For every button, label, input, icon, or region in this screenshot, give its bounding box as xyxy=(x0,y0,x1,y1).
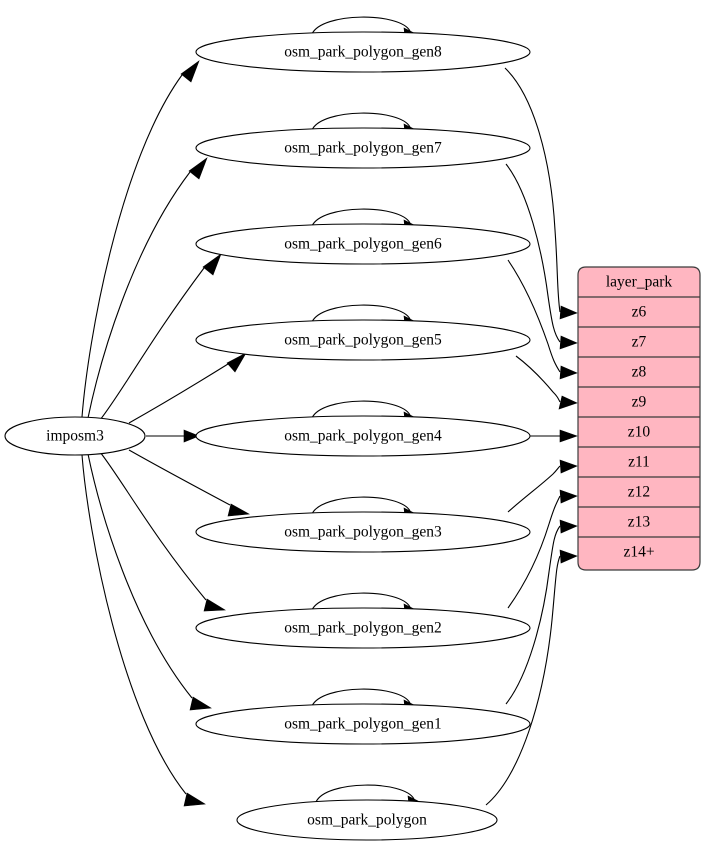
edge-gen7-to-z7 xyxy=(505,163,561,343)
table-row-z7[interactable]: z7 xyxy=(632,334,647,351)
arrowhead-z10 xyxy=(559,429,578,443)
self-loop-gen8 xyxy=(311,16,411,35)
layer-park-table[interactable]: layer_park z6 z7 z8 z9 z10 z11 z12 z13 z… xyxy=(577,266,701,571)
table-row-z11[interactable]: z11 xyxy=(628,454,650,471)
node-gen1[interactable]: osm_park_polygon_gen1 xyxy=(195,703,531,745)
edges-to-layer-table xyxy=(485,67,578,806)
self-loop-gen3 xyxy=(311,496,411,515)
node-base-label: osm_park_polygon xyxy=(307,812,427,829)
edge-imposm3-to-gen6 xyxy=(99,267,205,421)
node-gen5[interactable]: osm_park_polygon_gen5 xyxy=(195,319,531,361)
edge-base-to-z14 xyxy=(485,555,561,806)
arrowhead-base xyxy=(183,792,206,807)
node-gen4-label: osm_park_polygon_gen4 xyxy=(284,428,442,445)
table-row-z14plus[interactable]: z14+ xyxy=(623,544,654,561)
table-row-z10[interactable]: z10 xyxy=(628,424,651,441)
self-loop-gen1 xyxy=(311,688,411,707)
table-header-label: layer_park xyxy=(606,274,673,291)
edge-imposm3-to-base xyxy=(81,454,187,795)
arrowhead-z6 xyxy=(559,305,578,320)
arrowhead-gen7 xyxy=(188,157,208,180)
self-loop-gen7 xyxy=(311,112,411,131)
edge-gen2-to-z12 xyxy=(507,495,561,609)
node-gen8-label: osm_park_polygon_gen8 xyxy=(284,44,442,61)
node-gen3-label: osm_park_polygon_gen3 xyxy=(284,524,442,541)
graph-nodes: imposm3 osm_park_polygon_gen8 osm_park_p… xyxy=(4,31,531,841)
node-gen1-label: osm_park_polygon_gen1 xyxy=(284,716,442,733)
table-row-z9[interactable]: z9 xyxy=(632,394,647,411)
arrowhead-gen3 xyxy=(227,503,250,517)
node-imposm3-label: imposm3 xyxy=(46,428,104,445)
node-gen8[interactable]: osm_park_polygon_gen8 xyxy=(195,31,531,73)
arrowhead-gen5 xyxy=(226,352,247,373)
table-row-z13[interactable]: z13 xyxy=(628,514,651,531)
arrowhead-z11 xyxy=(559,459,578,474)
table-row-z8[interactable]: z8 xyxy=(632,364,647,381)
node-gen6-label: osm_park_polygon_gen6 xyxy=(284,236,442,253)
edge-gen6-to-z8 xyxy=(507,259,561,373)
arrowhead-z12 xyxy=(559,489,578,504)
table-row-z12[interactable]: z12 xyxy=(628,484,650,501)
edge-gen1-to-z13 xyxy=(505,525,561,705)
arrowhead-gen8 xyxy=(180,60,200,83)
edge-imposm3-to-gen2 xyxy=(99,451,207,601)
node-gen2-label: osm_park_polygon_gen2 xyxy=(284,620,442,637)
table-row-z6[interactable]: z6 xyxy=(632,304,647,321)
arrowhead-z7 xyxy=(559,335,578,350)
arrowhead-gen1 xyxy=(189,696,212,711)
edge-gen3-to-z11 xyxy=(507,465,561,513)
self-loop-gen2 xyxy=(311,592,411,611)
node-gen7[interactable]: osm_park_polygon_gen7 xyxy=(195,127,531,169)
edge-imposm3-to-gen8 xyxy=(81,74,183,418)
arrowhead-gen6 xyxy=(202,253,222,276)
layer-table-body xyxy=(577,266,701,571)
arrowhead-gen4 xyxy=(183,429,200,443)
self-loop-gen5 xyxy=(311,304,411,323)
edge-gen8-to-z6 xyxy=(504,67,561,313)
node-imposm3[interactable]: imposm3 xyxy=(4,416,146,456)
edge-gen5-to-z9 xyxy=(515,355,561,403)
self-loop-gen4 xyxy=(311,400,411,419)
edges-from-imposm3 xyxy=(81,60,250,807)
arrowhead-z13 xyxy=(559,519,578,534)
node-gen4[interactable]: osm_park_polygon_gen4 xyxy=(195,415,531,457)
node-gen7-label: osm_park_polygon_gen7 xyxy=(284,140,442,157)
arrowhead-z8 xyxy=(559,365,578,380)
edge-imposm3-to-gen5 xyxy=(128,363,229,424)
node-gen6[interactable]: osm_park_polygon_gen6 xyxy=(195,223,531,265)
node-gen2[interactable]: osm_park_polygon_gen2 xyxy=(195,607,531,649)
edge-imposm3-to-gen7 xyxy=(87,171,191,419)
self-loop-base xyxy=(315,784,415,803)
self-loop-gen6 xyxy=(311,208,411,227)
node-gen3[interactable]: osm_park_polygon_gen3 xyxy=(195,511,531,553)
arrowhead-gen2 xyxy=(203,598,226,612)
arrowhead-z14 xyxy=(559,549,578,564)
edge-imposm3-to-gen3 xyxy=(128,449,231,506)
arrowhead-z9 xyxy=(558,395,578,410)
edge-imposm3-to-gen1 xyxy=(87,453,193,699)
node-base[interactable]: osm_park_polygon xyxy=(236,799,498,841)
node-gen5-label: osm_park_polygon_gen5 xyxy=(284,332,442,349)
